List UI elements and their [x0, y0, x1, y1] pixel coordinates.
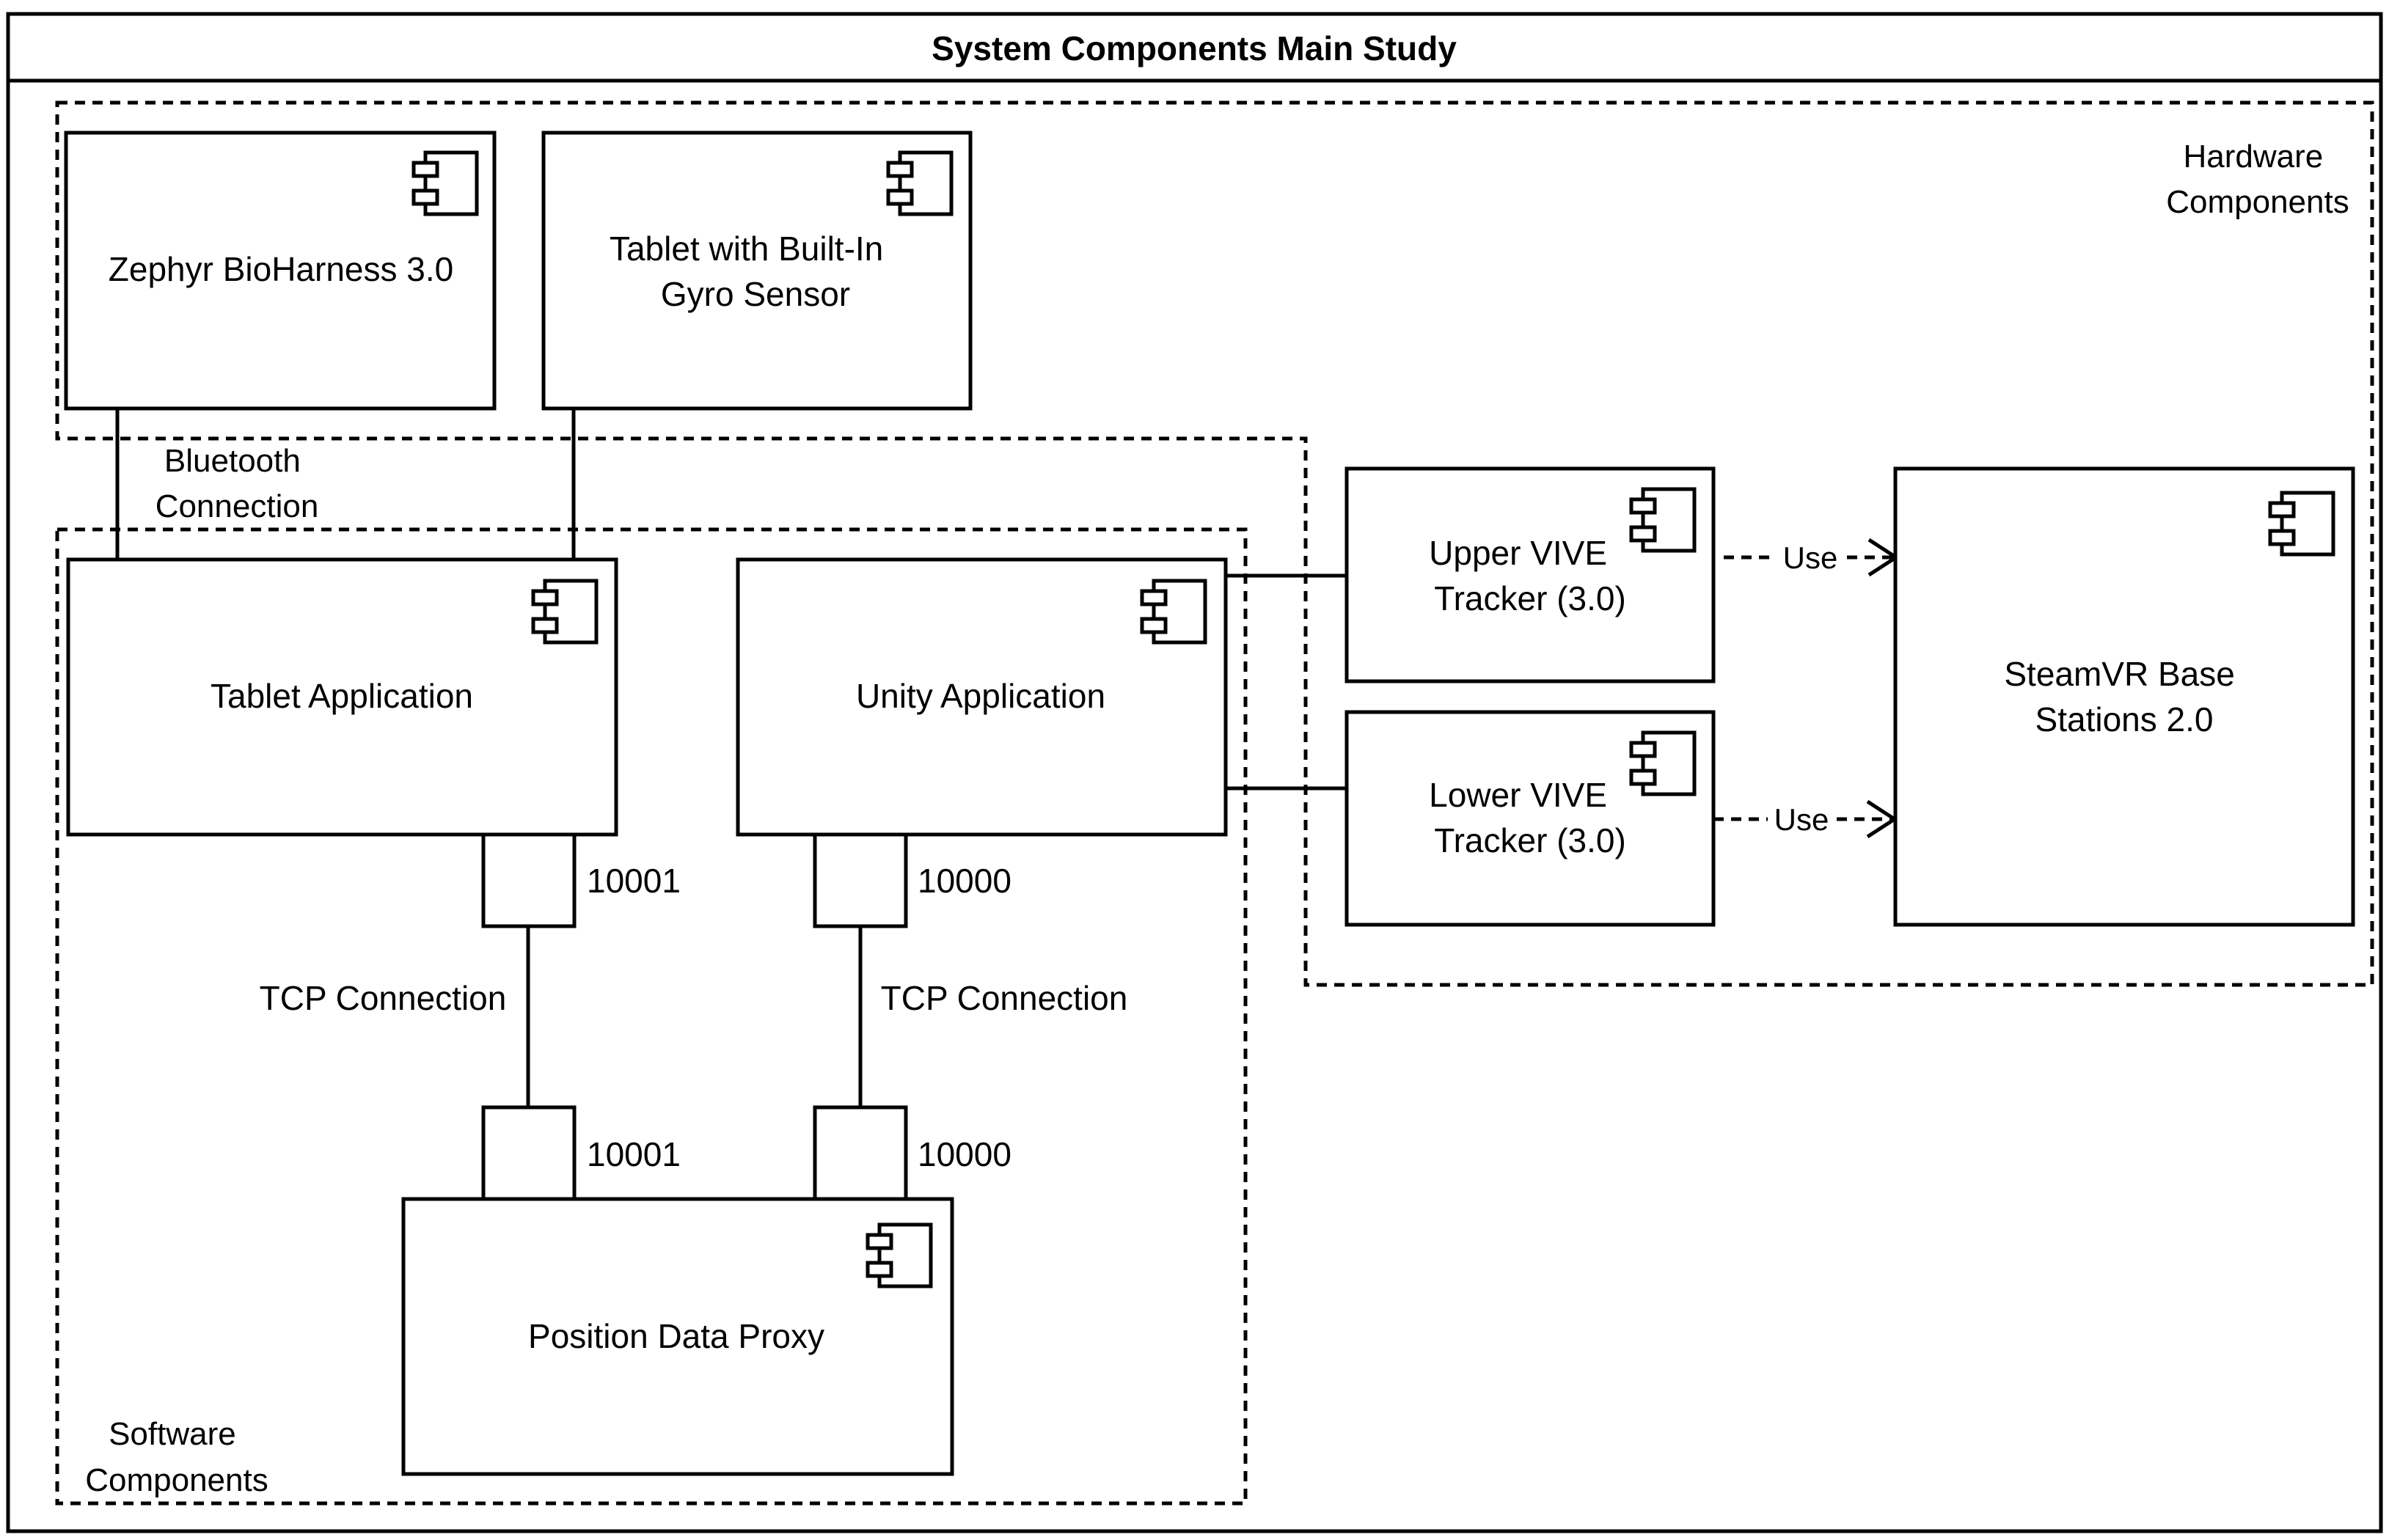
bluetooth-label-line-2: Connection [156, 488, 319, 524]
port-proxy-in-unity[interactable] [813, 1105, 908, 1201]
port-unity-out[interactable] [813, 832, 908, 928]
hardware-components-region [55, 100, 2374, 987]
component-tablet-application[interactable]: Tablet Application [66, 557, 618, 837]
component-label: Zephyr BioHarness 3.0 [109, 250, 453, 288]
component-label: Upper VIVE Tracker (3.0) [1429, 534, 1626, 617]
software-components-label: Software Components [85, 1416, 268, 1498]
use-label-upper: Use [1783, 540, 1838, 575]
tcp-connection-label-left: TCP Connection [260, 979, 507, 1017]
component-label: Unity Application [856, 677, 1105, 715]
component-upper-vive-tracker[interactable]: Upper VIVE Tracker (3.0) [1345, 466, 1716, 683]
component-unity-application[interactable]: Unity Application [736, 557, 1228, 837]
software-components-region [55, 527, 1248, 1506]
component-label: Position Data Proxy [528, 1317, 824, 1355]
outer-frame [6, 12, 2383, 1533]
port-label-proxy-in-unity: 10000 [918, 1135, 1011, 1173]
diagram-title: System Components Main Study [932, 29, 1457, 67]
port-tablet-out[interactable] [481, 832, 577, 928]
component-label: Lower VIVE Tracker (3.0) [1429, 776, 1626, 859]
use-label-lower: Use [1774, 802, 1829, 837]
component-zephyr-bioharness[interactable]: Zephyr BioHarness 3.0 [64, 131, 497, 411]
port-label-unity-out: 10000 [918, 862, 1011, 900]
component-lower-vive-tracker[interactable]: Lower VIVE Tracker (3.0) [1345, 710, 1716, 927]
tcp-connection-label-right: TCP Connection [881, 979, 1128, 1017]
port-proxy-in-tablet[interactable] [481, 1105, 577, 1201]
component-tablet-device[interactable]: Tablet with Built-In Gyro Sensor [541, 131, 973, 411]
bluetooth-connection-label: Bluetooth Connection [156, 443, 319, 524]
hardware-label-line-1: Hardware [2184, 139, 2324, 175]
use-label-bg-upper [1777, 537, 1844, 575]
component-label: SteamVR Base Stations 2.0 [2004, 655, 2244, 738]
component-position-data-proxy[interactable]: Position Data Proxy [401, 1197, 954, 1476]
software-label-line-2: Components [85, 1462, 268, 1498]
component-steamvr-base-stations[interactable]: SteamVR Base Stations 2.0 [1893, 466, 2355, 927]
hardware-components-label: Hardware Components [2166, 139, 2349, 220]
use-label-bg-lower [1768, 799, 1835, 837]
software-label-line-1: Software [109, 1416, 236, 1452]
component-label: Tablet Application [211, 677, 473, 715]
port-label-tablet-out: 10001 [587, 862, 681, 900]
port-label-proxy-in-tablet: 10001 [587, 1135, 681, 1173]
hardware-label-line-2: Components [2166, 184, 2349, 220]
bluetooth-label-line-1: Bluetooth [164, 443, 301, 479]
component-label: Tablet with Built-In Gyro Sensor [610, 230, 893, 313]
